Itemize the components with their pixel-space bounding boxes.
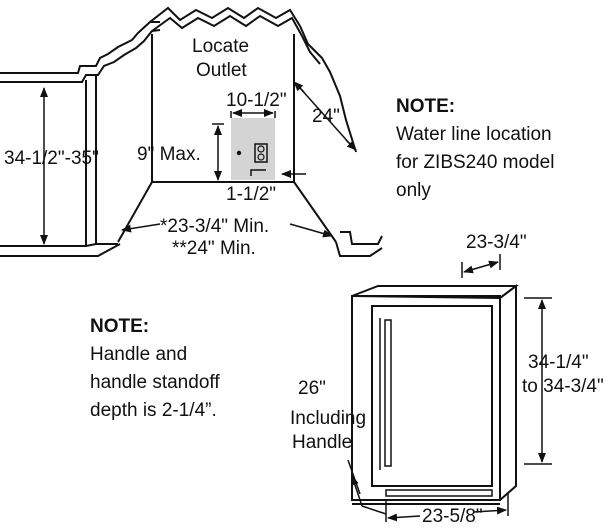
water-line-dot [236, 150, 242, 156]
unit-door-frame [371, 305, 493, 487]
outlet-icon [254, 143, 268, 163]
dim-24-arrow-top [293, 81, 305, 93]
dim-top-line [463, 260, 499, 274]
label-locate: Locate [192, 36, 249, 57]
left-countertop-edge [0, 29, 161, 83]
outlet-socket-bottom [257, 153, 265, 161]
label-depth-24: 24" [312, 106, 340, 127]
note-water-line1: Water line location [396, 124, 552, 145]
dim-depth-arrow [351, 475, 363, 507]
dim-bottom-arrow-right [473, 506, 507, 515]
label-unit-height-1: 34-1/4" [528, 352, 589, 373]
right-base [340, 231, 383, 245]
floor-left-diagonal [117, 181, 153, 243]
right-countertop [299, 25, 357, 153]
outlet-socket-top [257, 145, 265, 153]
left-base-lower [0, 243, 121, 257]
note-water-heading: NOTE: [396, 96, 455, 117]
leader-offset [250, 169, 266, 176]
left-countertop [0, 21, 160, 74]
dim-depth-ext [347, 459, 361, 495]
left-base [0, 243, 118, 247]
unit-handle [384, 319, 392, 467]
top-break-line [149, 6, 301, 27]
label-outlet: Outlet [196, 60, 247, 81]
right-countertop-edge [301, 35, 321, 65]
note-water-line2: for ZIBS240 model [396, 152, 554, 173]
label-offset: 1-1/2" [226, 184, 276, 205]
dim-24-arrow-bottom [345, 139, 357, 151]
label-width-outlet: 10-1/2" [226, 90, 287, 111]
label-max-height: 9" Max. [137, 144, 201, 165]
unit-side-face [499, 284, 517, 501]
label-height-range: 34-1/2"-35" [4, 148, 99, 169]
dim-min-left-arrow [121, 223, 161, 233]
label-unit-depth-top: 23-3/4" [466, 232, 527, 253]
refrigerator-unit [347, 254, 552, 522]
label-unit-height-2: to 34-3/4" [522, 376, 604, 397]
label-depth-handle-1: 26" [298, 378, 326, 399]
note-handle-heading: NOTE: [90, 316, 149, 337]
floor-right-diagonal [293, 181, 337, 243]
top-break-line-lower [151, 14, 303, 37]
note-handle-line1: Handle and [90, 344, 187, 365]
dim-min-right-arrow [289, 223, 333, 238]
unit-kickplate [385, 489, 493, 497]
note-handle-line2: handle standoff [90, 372, 220, 393]
dim-24-line [299, 87, 351, 145]
dim-bottom-arrow-left [387, 513, 421, 522]
label-depth-handle-3: Handle [292, 432, 352, 453]
unit-front-face [351, 295, 501, 501]
cabinet-cutout [0, 6, 383, 257]
label-min-width-1: *23-3/4" Min. [160, 216, 269, 237]
right-base-lower [335, 241, 383, 257]
dim-depth-leader [361, 505, 387, 515]
note-handle-line3: depth is 2-1/4”. [90, 400, 217, 421]
note-water-line3: only [396, 180, 431, 201]
label-depth-handle-2: Including [290, 408, 366, 429]
label-min-width-2: **24" Min. [172, 238, 256, 259]
label-unit-width-bottom: 23-5/8" [422, 506, 483, 527]
